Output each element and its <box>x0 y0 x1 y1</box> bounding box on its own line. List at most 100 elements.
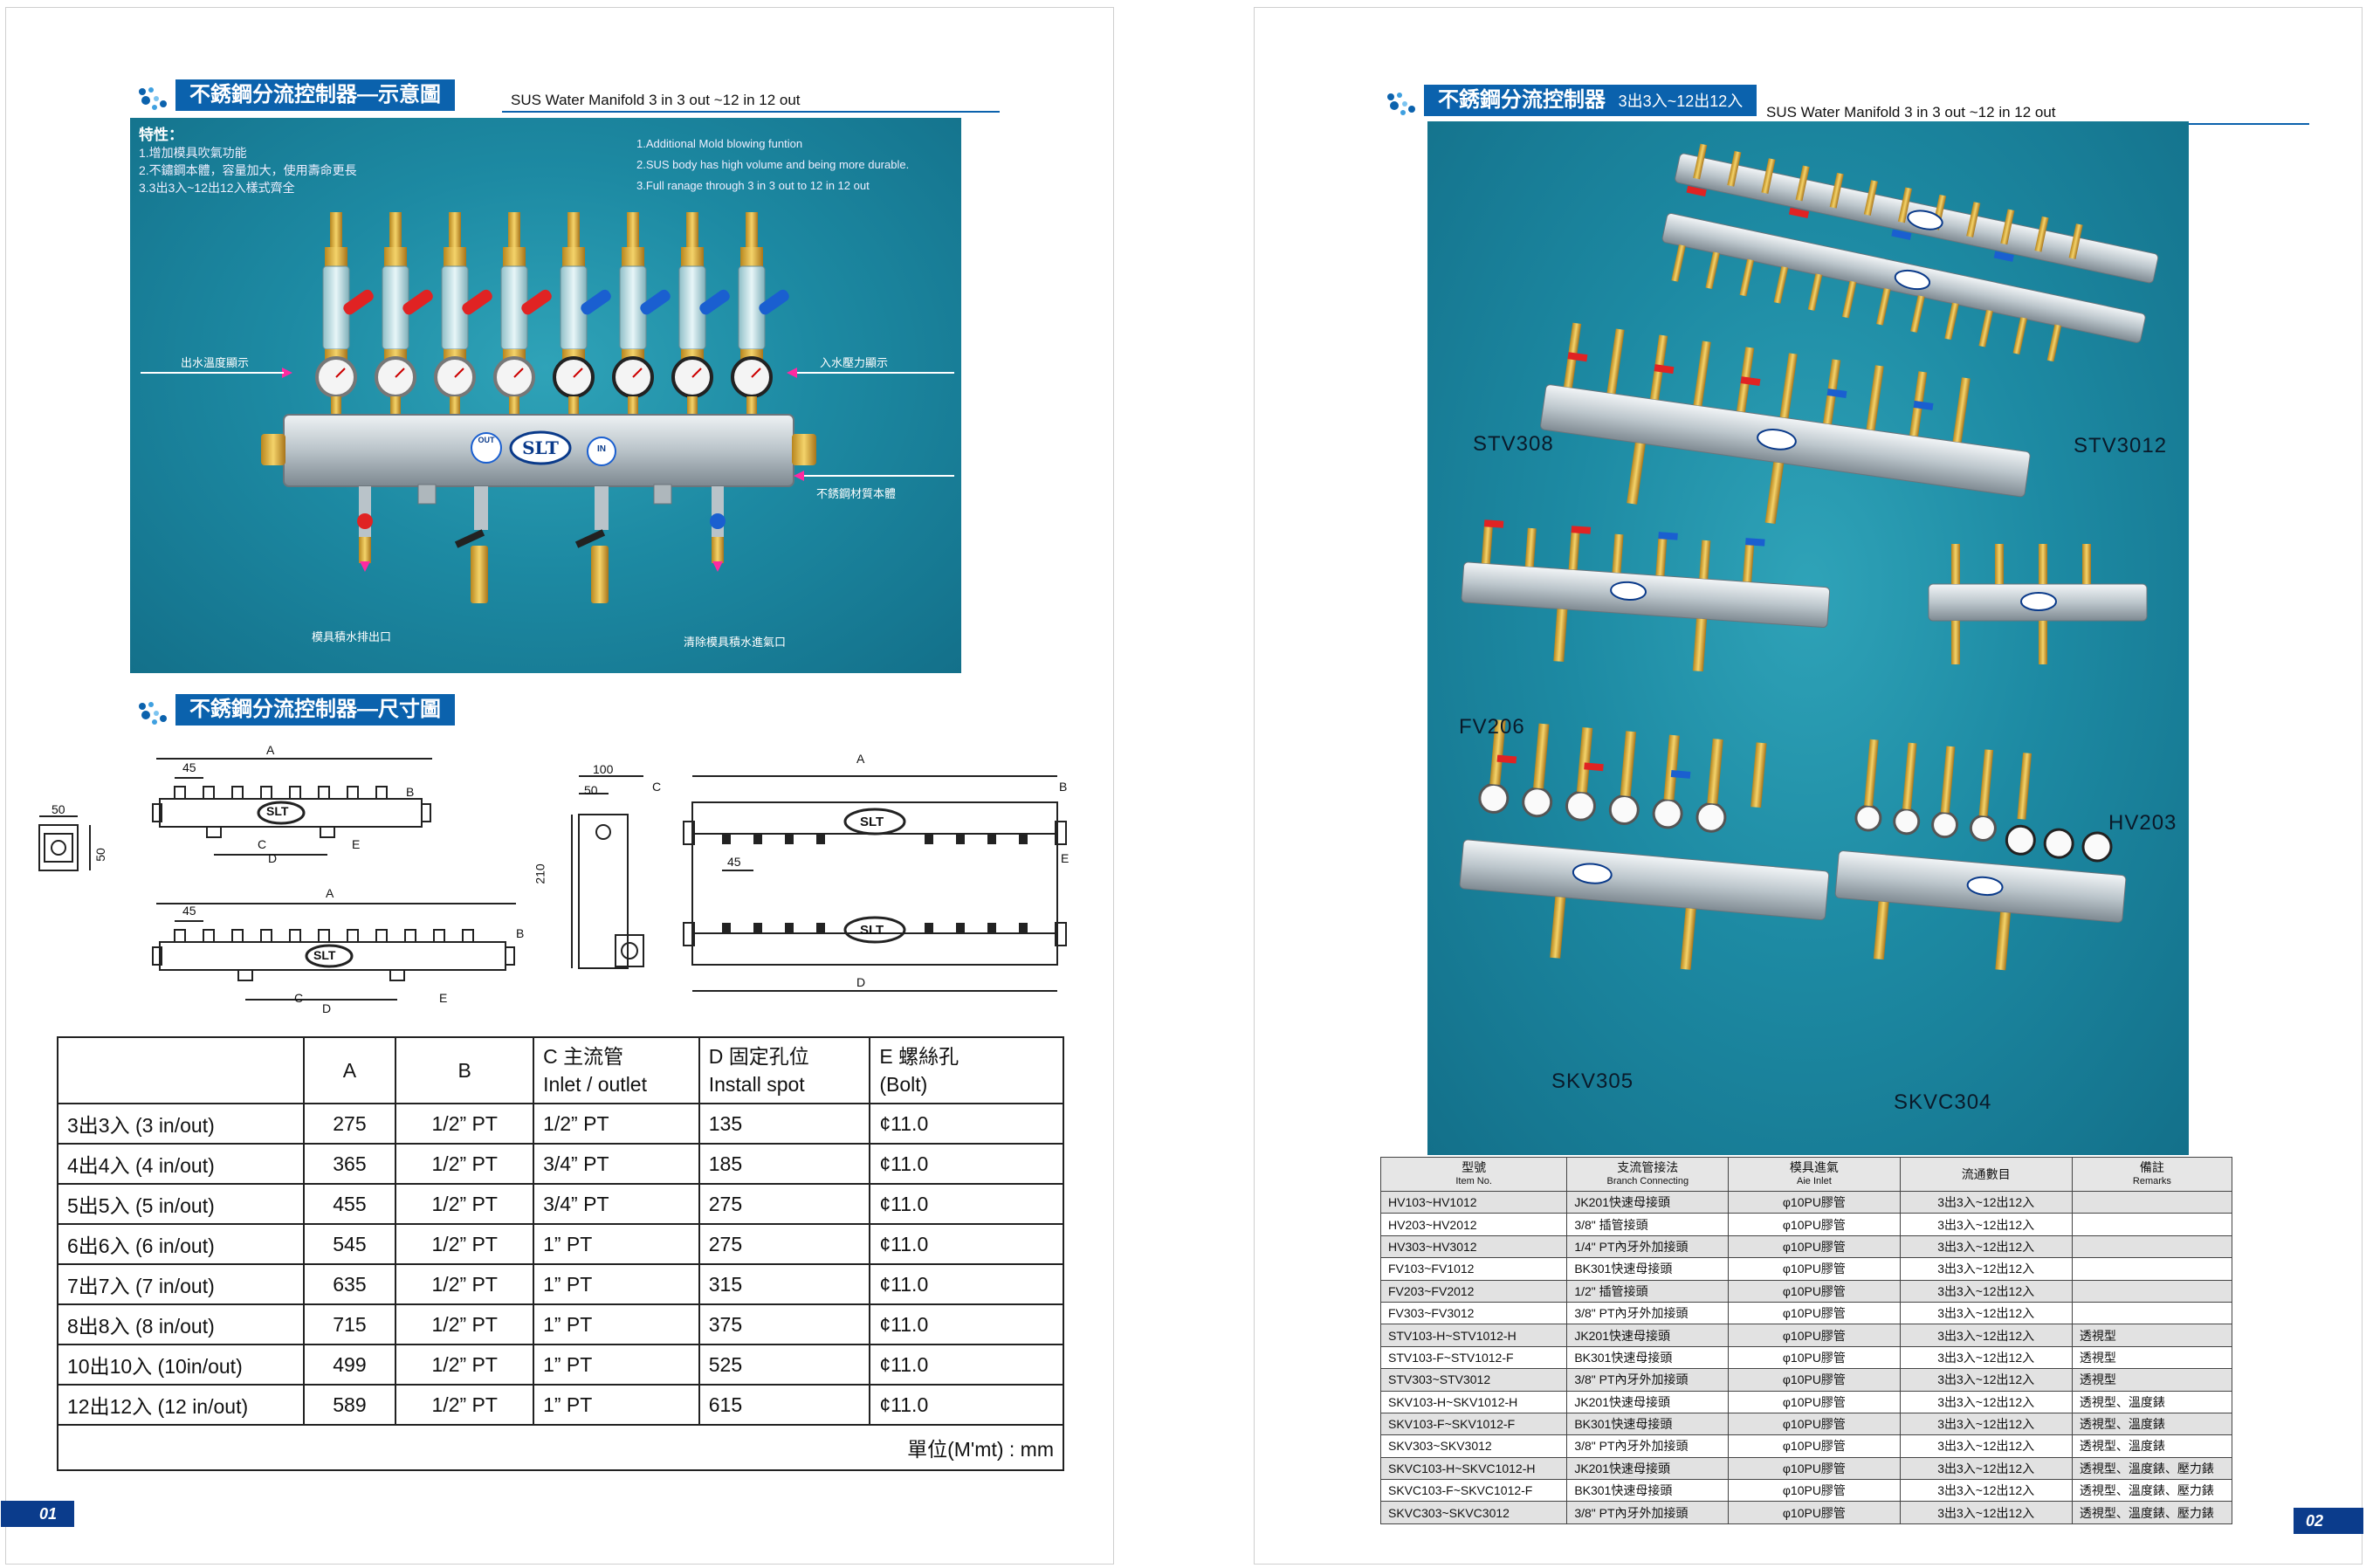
section-header-diagram: 不銹鋼分流控制器—示意圖 SUS Water Manifold 3 in 3 o… <box>135 79 1000 113</box>
callout-line-temp <box>141 372 284 374</box>
dim-d-3: D <box>856 975 866 989</box>
dots-icon <box>139 87 167 110</box>
feature-en-2: 2.SUS body has high volume and being mor… <box>636 158 910 171</box>
dim-logo-1: SLT <box>266 804 289 818</box>
dim-e-1: E <box>352 837 361 851</box>
callout-line-body <box>804 475 954 477</box>
model-label-stv308: STV308 <box>1473 432 1554 456</box>
model-header-count: 流通數目 <box>1899 1157 2073 1192</box>
dim-e-2: E <box>439 991 448 1005</box>
section-title-zh: 不銹鋼分流控制器 3出3入~12出12入 <box>1424 85 1757 116</box>
callout-air-inlet: 清除模具積水進氣口 <box>684 636 787 649</box>
callout-drain: 模具積水排出口 <box>312 630 392 643</box>
features-en: 1.Additional Mold blowing funtion 2.SUS … <box>636 134 909 196</box>
spec-unit-row: 單位(M'mt) : mm <box>57 1424 1064 1471</box>
page-number-right: 02 <box>2294 1508 2363 1534</box>
dim-50-b: 50 <box>93 848 107 862</box>
callout-line-pressure <box>797 372 954 374</box>
features-zh-title: 特性： <box>139 127 183 143</box>
dimension-drawing <box>38 758 1067 1001</box>
model-label-hv203: HV203 <box>2108 811 2177 835</box>
spec-header-e: E 螺絲孔(Bolt) <box>869 1036 1064 1104</box>
spec-header-a: A <box>302 1036 397 1104</box>
section-title-en: SUS Water Manifold 3 in 3 out ~12 in 12 … <box>1766 104 2056 120</box>
dim-50-c: 50 <box>584 783 598 797</box>
callout-inlet-pressure: 入水壓力顯示 <box>820 356 889 369</box>
page-left: 不銹鋼分流控制器—示意圖 SUS Water Manifold 3 in 3 o… <box>1 7 1114 1565</box>
model-label-skv305: SKV305 <box>1551 1069 1634 1093</box>
section-title-zh-small: 3出3入~12出12入 <box>1618 93 1744 110</box>
dots-icon <box>1387 93 1415 115</box>
dim-logo-4: SLT <box>860 923 884 938</box>
spec-unit: 單位(M'mt) : mm <box>57 1424 1064 1471</box>
page-number-left: 01 <box>1 1501 74 1527</box>
page-right: 不銹鋼分流控制器 3出3入~12出12入 SUS Water Manifold … <box>1254 7 2363 1565</box>
callout-sus-body: 不銹鋼材質本體 <box>816 487 897 500</box>
dim-a-1: A <box>266 743 275 757</box>
feature-en-3: 3.Full ranage through 3 in 3 out to 12 i… <box>636 179 870 192</box>
products-photo: STV308 STV3012 FV206 HV203 SKV305 SKVC30… <box>1427 121 2189 1155</box>
dim-45-3: 45 <box>727 855 741 869</box>
dim-210: 210 <box>533 863 547 884</box>
dim-d-1: D <box>268 851 278 865</box>
dim-logo-2: SLT <box>313 948 336 962</box>
section-title-zh: 不銹鋼分流控制器—尺寸圖 <box>175 694 455 726</box>
section-header-products: 不銹鋼分流控制器 3出3入~12出12入 SUS Water Manifold … <box>1384 85 2309 125</box>
manifold-photo: 特性： 1.增加模具吹氣功能 2.不鏽鋼本體，容量加大，使用壽命更長 3.3出3… <box>130 118 961 673</box>
section-title-en: SUS Water Manifold 3 in 3 out ~12 in 12 … <box>511 92 801 108</box>
model-label-skvc304: SKVC304 <box>1894 1090 1992 1114</box>
dim-45-1: 45 <box>182 760 196 774</box>
branch-columns <box>315 212 789 417</box>
dots-icon <box>139 702 167 725</box>
section-title-zh: 不銹鋼分流控制器—示意圖 <box>175 79 455 111</box>
feature-zh-3: 3.3出3入~12出12入樣式齊全 <box>139 181 295 195</box>
badge-out: OUT <box>478 436 495 444</box>
dim-a-3: A <box>856 752 865 766</box>
badge-in: IN <box>597 444 606 454</box>
callout-outlet-temp: 出水溫度顯示 <box>181 356 250 369</box>
manifold-illustration <box>261 212 816 603</box>
dim-e-3: E <box>1061 851 1070 865</box>
dim-d-2: D <box>322 1001 332 1015</box>
section-rule <box>502 111 1000 113</box>
products-illustration <box>1459 143 2159 971</box>
feature-zh-2: 2.不鏽鋼本體，容量加大，使用壽命更長 <box>139 163 357 177</box>
dim-b-1: B <box>406 785 415 799</box>
dim-c-2: C <box>294 991 304 1005</box>
dim-c-3: C <box>652 780 662 794</box>
dim-b-2: B <box>516 926 525 940</box>
model-label-stv3012: STV3012 <box>2074 434 2168 457</box>
dim-50-a: 50 <box>52 802 65 816</box>
dim-b-3: B <box>1059 780 1068 794</box>
dim-100: 100 <box>593 762 614 776</box>
feature-zh-1: 1.增加模具吹氣功能 <box>139 146 247 160</box>
